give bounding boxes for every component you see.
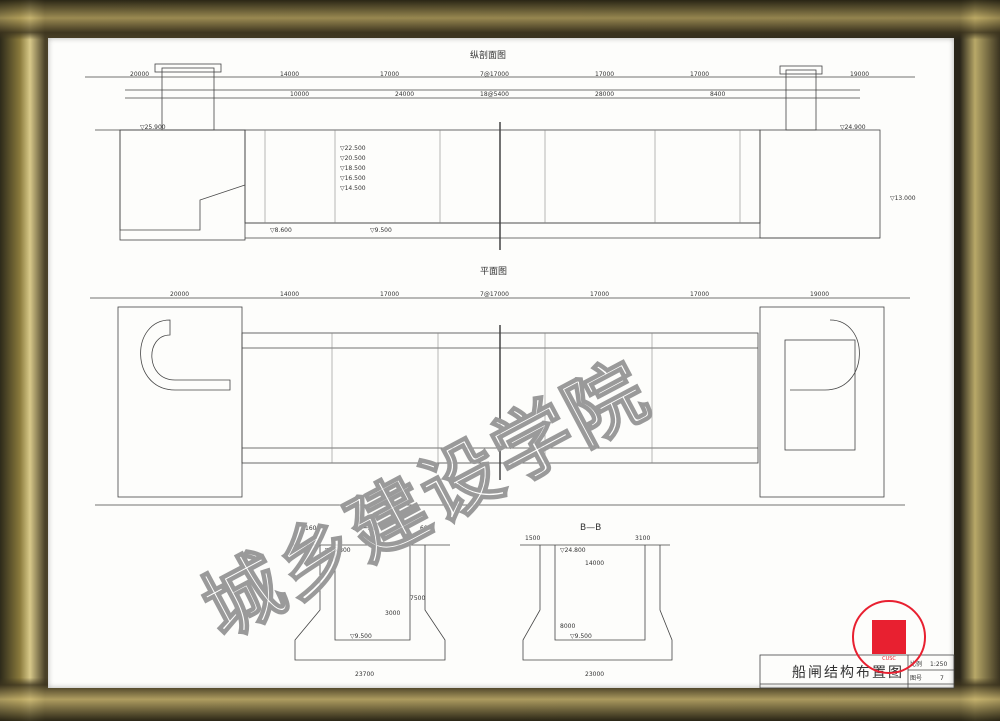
elevation-label: ▽25.800 xyxy=(325,547,351,554)
dim-label: 20000 xyxy=(170,291,189,298)
dim-label: 7500 xyxy=(410,595,425,602)
seal-text: CUSC xyxy=(882,656,896,662)
dim-label: 24000 xyxy=(395,91,414,98)
sheet-value: 7 xyxy=(940,675,944,682)
dim-label: 17000 xyxy=(690,291,709,298)
elevation-label: ▽16.500 xyxy=(340,175,366,182)
elevation-label: ▽25.900 xyxy=(140,124,166,131)
section-a-title: A—A xyxy=(353,523,375,533)
elevation-label: ▽13.000 xyxy=(890,195,916,202)
elevation-label: ▽24.800 xyxy=(560,547,586,554)
elevation-label: ▽14.500 xyxy=(340,185,366,192)
dim-label: 19000 xyxy=(850,71,869,78)
drawing-sheet xyxy=(48,38,954,688)
elevation-label: ▽9.500 xyxy=(350,633,372,640)
dim-label: 14000 xyxy=(280,291,299,298)
dim-label: 18@5400 xyxy=(480,91,509,98)
seal-emblem xyxy=(872,620,906,654)
scale-value: 1:250 xyxy=(930,661,947,668)
dim-label: 7@17000 xyxy=(480,291,509,298)
plan-view xyxy=(90,297,910,506)
elevation-label: ▽24.900 xyxy=(840,124,866,131)
dim-label: 28000 xyxy=(595,91,614,98)
dim-label: 1500 xyxy=(525,535,540,542)
dim-label: 23700 xyxy=(355,671,374,678)
dim-label: 8400 xyxy=(710,91,725,98)
dim-label: 23000 xyxy=(585,671,604,678)
dim-label: 3000 xyxy=(385,610,400,617)
dim-label: 8000 xyxy=(560,623,575,630)
sheet-label: 图号 xyxy=(910,675,922,682)
dim-label: 10000 xyxy=(290,91,309,98)
dim-label: 3100 xyxy=(635,535,650,542)
section-b-title: B—B xyxy=(580,523,601,533)
elevation-label: ▽8.600 xyxy=(270,227,292,234)
elevation-label: ▽9.500 xyxy=(370,227,392,234)
elevation-label: ▽20.500 xyxy=(340,155,366,162)
dim-label: 14000 xyxy=(280,71,299,78)
dim-label: 17000 xyxy=(380,291,399,298)
college-seal: CUSC xyxy=(852,600,926,674)
scale-label: 比例 xyxy=(910,660,922,668)
longitudinal-profile xyxy=(85,63,915,250)
dim-label: 600 xyxy=(420,525,432,532)
dim-label: 17000 xyxy=(690,71,709,78)
dim-label: 14000 xyxy=(585,560,604,567)
section-a-a xyxy=(290,544,450,661)
dim-label: 7@17000 xyxy=(480,71,509,78)
dim-label: 17000 xyxy=(595,71,614,78)
dim-label: 1600 xyxy=(305,525,320,532)
elevation-label: ▽9.500 xyxy=(570,633,592,640)
dim-label: 17000 xyxy=(590,291,609,298)
elevation-label: ▽22.500 xyxy=(340,145,366,152)
dim-label: 20000 xyxy=(130,71,149,78)
dim-label: 17000 xyxy=(380,71,399,78)
dim-label: 19000 xyxy=(810,291,829,298)
plan-title: 平面图 xyxy=(480,266,507,277)
elevation-label: ▽18.500 xyxy=(340,165,366,172)
section-b-b xyxy=(520,544,673,661)
profile-title: 纵剖面图 xyxy=(470,49,506,61)
